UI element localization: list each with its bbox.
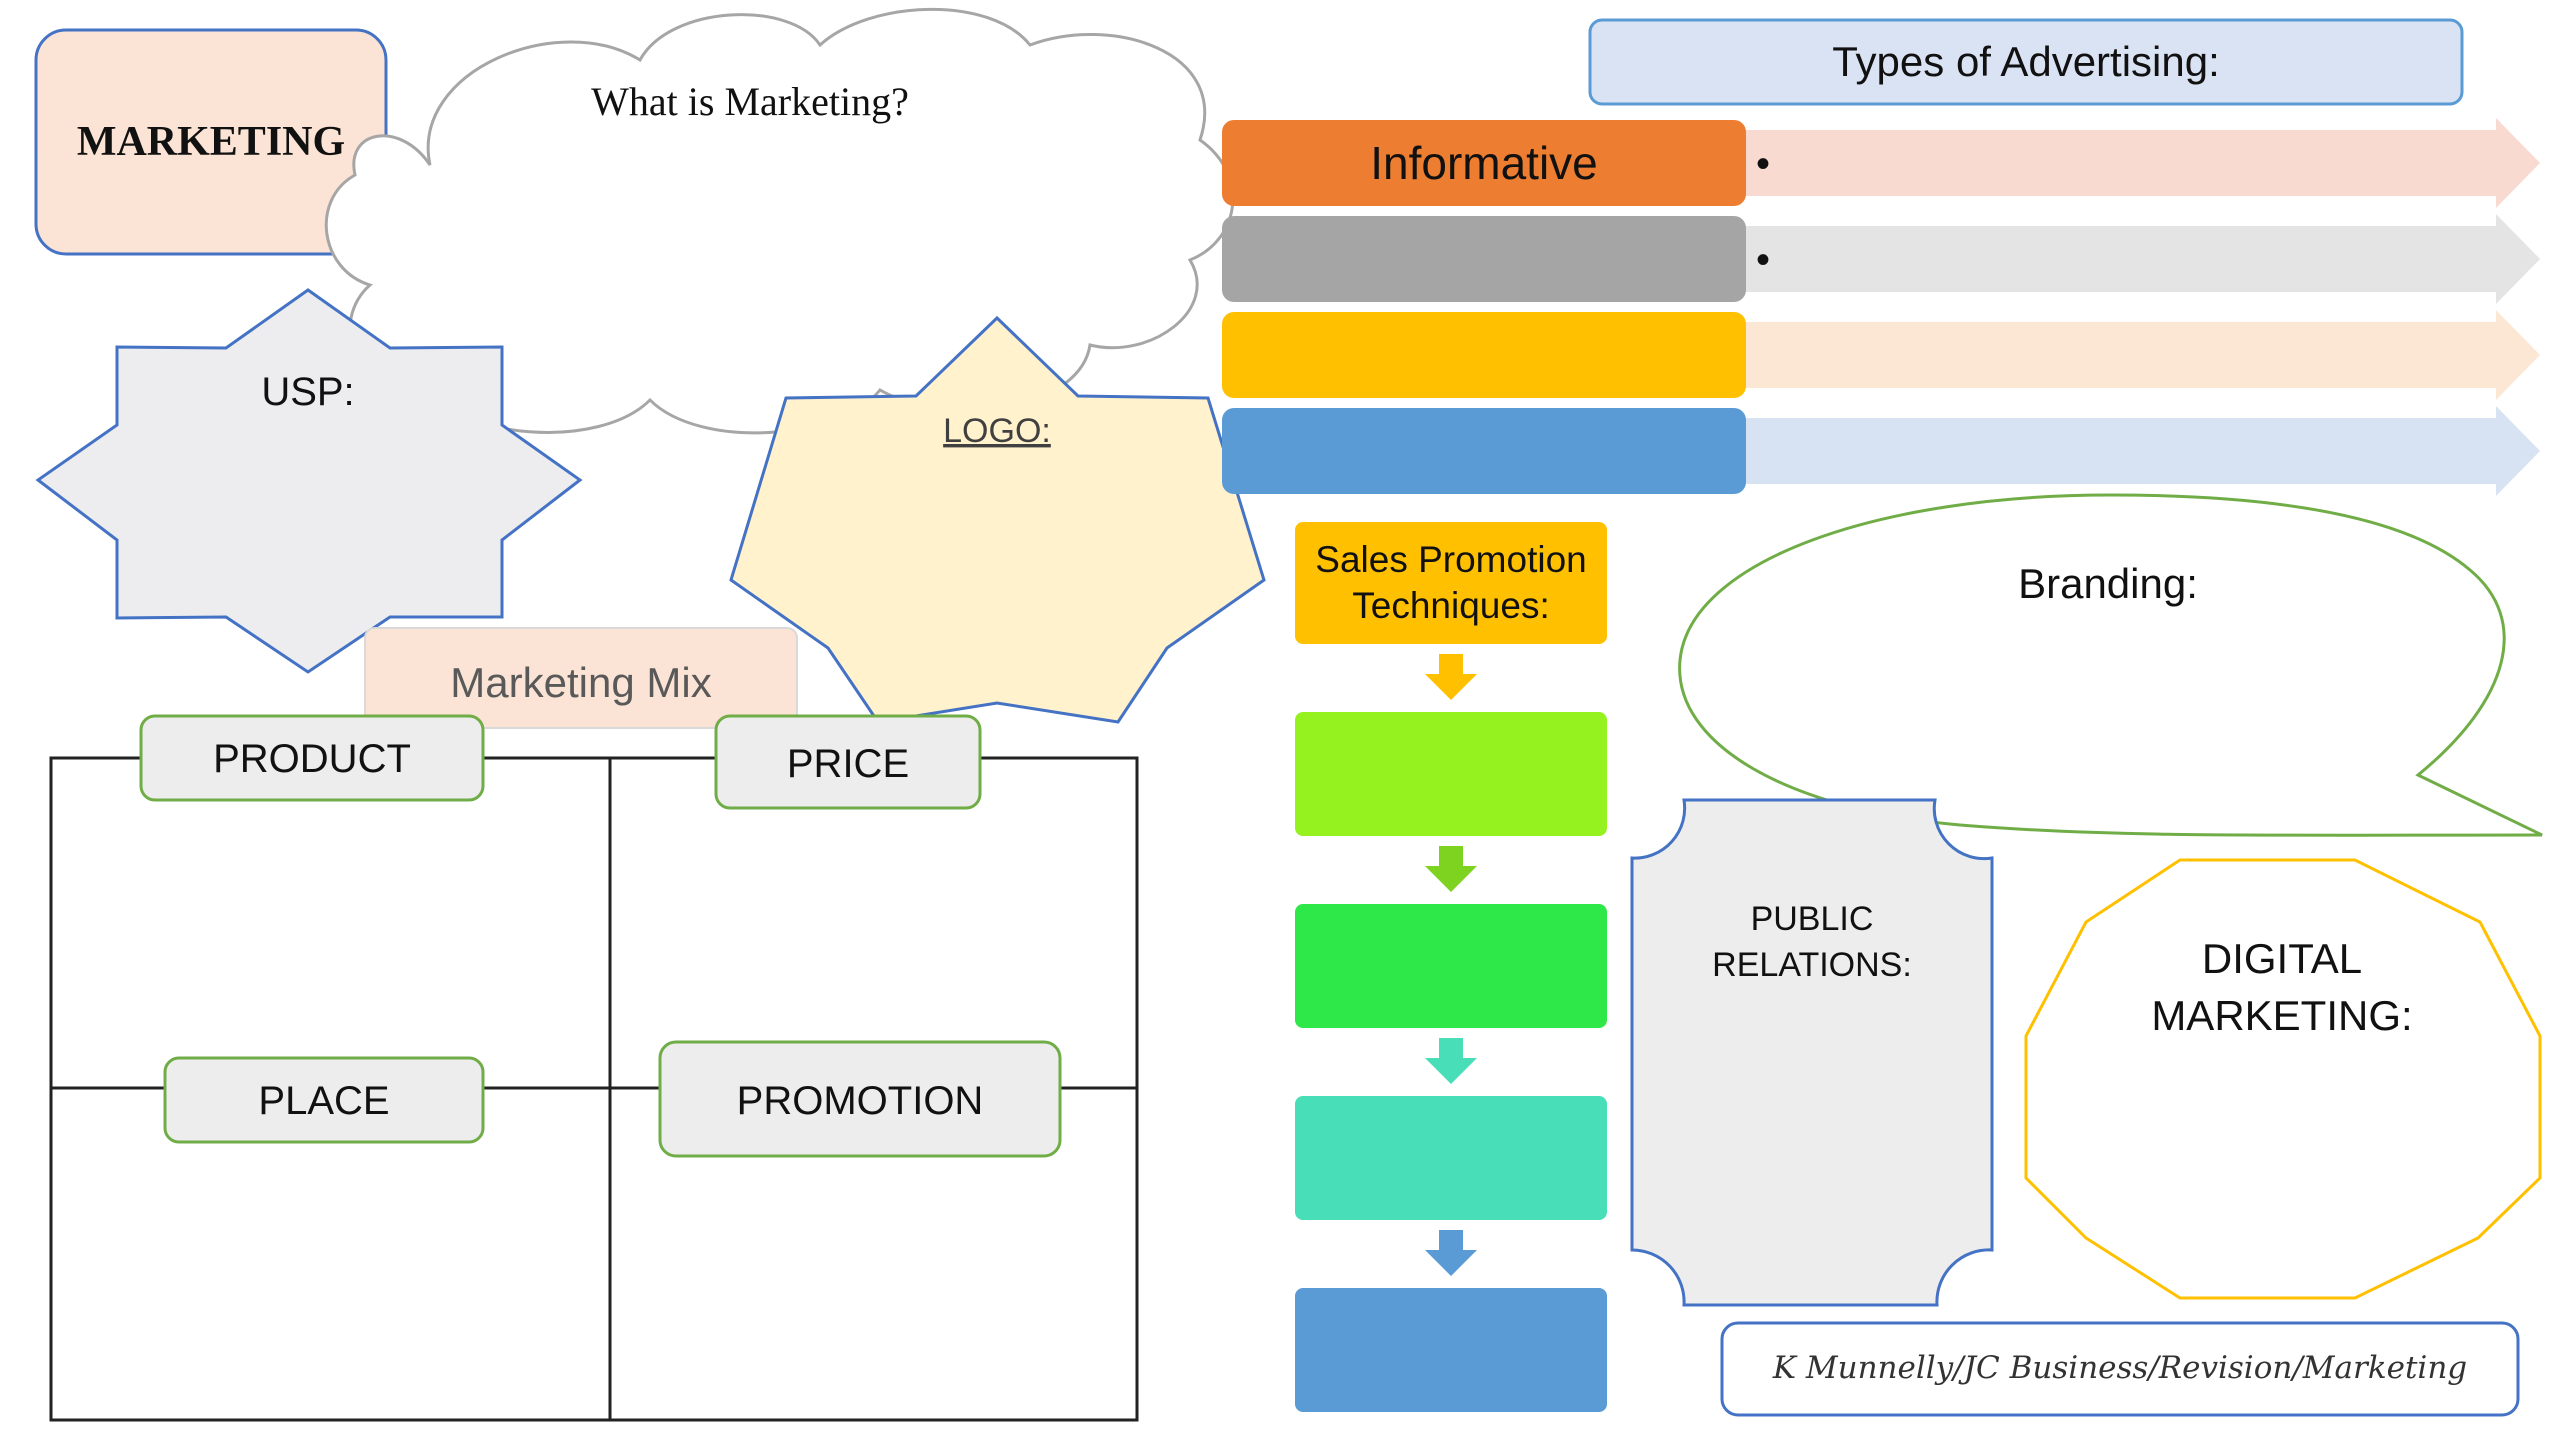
sales-promotion-title-box: Sales Promotion Techniques: <box>1295 522 1607 644</box>
digital-marketing-line2: MARKETING: <box>2151 992 2412 1039</box>
advertising-row-box <box>1222 408 1746 494</box>
promotion-label: PROMOTION <box>737 1079 984 1123</box>
place-label: PLACE <box>258 1079 389 1123</box>
public-relations-line1: PUBLIC <box>1751 900 1874 938</box>
usp-star: USP: <box>35 288 583 674</box>
marketing-mix-title: Marketing Mix <box>450 659 711 706</box>
advertising-row: • <box>1222 214 2540 304</box>
digital-marketing-line1: DIGITAL <box>2202 935 2362 982</box>
product-box: PRODUCT <box>139 714 485 802</box>
sales-promotion-down-arrow <box>1425 846 1477 892</box>
advertising-row-label: Informative <box>1370 137 1598 189</box>
sales-promotion-step-box <box>1295 1096 1607 1220</box>
advertising-header-box: Types of Advertising: <box>1588 18 2464 106</box>
sales-promotion-down-arrow <box>1425 654 1477 700</box>
sales-promotion-down-arrow <box>1425 1038 1477 1084</box>
credit-box: K Munnelly/JC Business/Revision/Marketin… <box>1720 1321 2520 1417</box>
advertising-row-arrow <box>1745 310 2540 400</box>
public-relations-plaque: PUBLIC RELATIONS: <box>1630 798 1994 1307</box>
advertising-row-box <box>1222 120 1746 206</box>
sales-promotion-step-box <box>1295 712 1607 836</box>
sales-promotion-title-line2: Techniques: <box>1352 585 1549 626</box>
marketing-mix-title-box: Marketing Mix <box>364 627 798 729</box>
marketing-title-label: MARKETING <box>77 119 345 165</box>
advertising-row <box>1222 310 2540 400</box>
logo-label: LOGO: <box>943 412 1051 450</box>
advertising-row: Informative • <box>1222 118 2540 208</box>
logo-star: LOGO: <box>729 315 1266 724</box>
sales-promotion-steps <box>1295 654 1607 1412</box>
sales-promotion-step-box <box>1295 1288 1607 1412</box>
product-label: PRODUCT <box>213 737 411 781</box>
sales-promotion-step-box <box>1295 904 1607 1028</box>
sales-promotion-down-arrow <box>1425 1230 1477 1276</box>
advertising-row-bullet: • <box>1756 142 1770 186</box>
advertising-row-bullet: • <box>1756 238 1770 282</box>
advertising-rows: Informative • • <box>1222 118 2540 496</box>
branding-speech-bubble: Branding: <box>1678 493 2543 837</box>
advertising-title: Types of Advertising: <box>1832 38 2220 85</box>
promotion-box: PROMOTION <box>658 1040 1062 1158</box>
advertising-row-arrow <box>1745 118 2540 208</box>
advertising-row-box <box>1222 216 1746 302</box>
advertising-row <box>1222 406 2540 496</box>
marketing-title-box: MARKETING <box>34 28 388 256</box>
public-relations-line2: RELATIONS: <box>1712 946 1912 984</box>
price-label: PRICE <box>787 742 909 786</box>
advertising-row-box <box>1222 312 1746 398</box>
advertising-row-arrow <box>1745 214 2540 304</box>
usp-label: USP: <box>261 370 354 414</box>
what-is-marketing-label: What is Marketing? <box>591 79 909 124</box>
sales-promotion-title-line1: Sales Promotion <box>1315 539 1586 580</box>
advertising-row-arrow <box>1745 406 2540 496</box>
digital-marketing-dodecagon: DIGITAL MARKETING: <box>2024 858 2542 1300</box>
place-box: PLACE <box>163 1056 485 1144</box>
price-box: PRICE <box>714 714 982 810</box>
credit-text: K Munnelly/JC Business/Revision/Marketin… <box>1772 1350 2467 1386</box>
branding-label: Branding: <box>2018 560 2198 607</box>
